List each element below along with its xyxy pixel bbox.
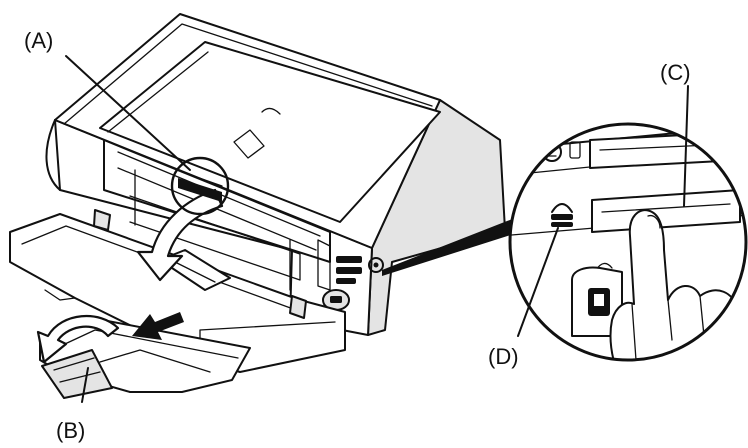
zoom-connector (382, 216, 520, 276)
magnified-panel (508, 122, 748, 362)
top-cover (99, 41, 441, 223)
leader-d (517, 227, 559, 337)
paper-output-tray (9, 209, 346, 399)
callout-a: (A) (24, 28, 53, 53)
leader-a (65, 55, 191, 171)
callout-d: (D) (488, 344, 519, 369)
leader-b (81, 367, 89, 403)
open-cover-arrow (136, 188, 224, 282)
slot-highlight-circle (170, 156, 230, 216)
callout-c: (C) (660, 60, 691, 85)
printer-control-panel (317, 239, 384, 311)
flip-extension-arrow (36, 315, 120, 364)
slide-tray-arrow (132, 312, 184, 340)
callout-b: (B) (56, 418, 85, 443)
leader-c (683, 85, 689, 207)
leader-lines (65, 55, 689, 403)
